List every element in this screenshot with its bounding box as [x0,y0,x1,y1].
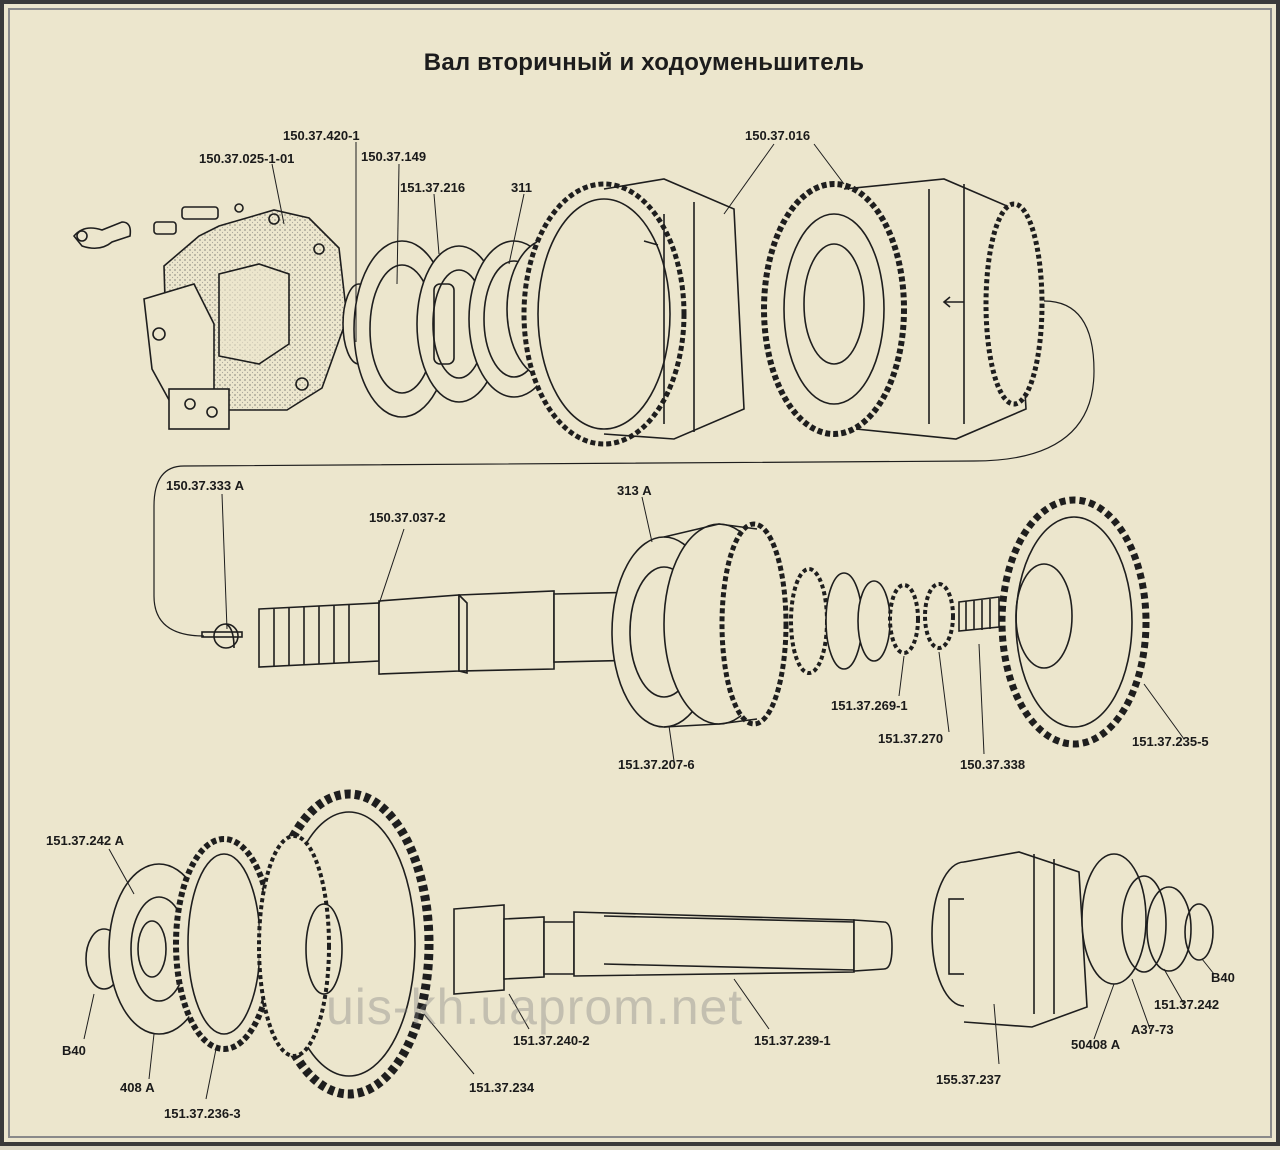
label-151-37-207-6: 151.37.207-6 [618,757,695,772]
gear-assembly-left [521,178,745,447]
label-151-37-242: 151.37.242 [1154,997,1220,1012]
label-150-37-333A: 150.37.333 А [166,478,245,493]
diagram-title: Вал вторичный и ходоуменьшитель [423,49,865,76]
label-151-37-234: 151.37.234 [469,1080,535,1095]
label-150-37-025-1-01: 150.37.025-1-01 [199,151,295,166]
lever-and-bolt-parts [72,203,244,250]
label-151-37-216: 151.37.216 [400,180,466,195]
label-151-37-269-1: 151.37.269-1 [831,698,908,713]
label-151-37-270: 151.37.270 [878,731,944,746]
label-408A: 408 А [120,1080,155,1095]
small-gears-middle [789,567,1000,675]
label-155-37-237: 155.37.237 [936,1072,1002,1087]
label-151-37-235-5: 151.37.235-5 [1132,734,1209,749]
label-313A: 313 А [617,483,652,498]
label-B40-left: В40 [62,1043,86,1058]
label-150-37-149: 150.37.149 [361,149,427,164]
label-311: 311 [511,180,532,195]
gear-151-37-234 [257,789,434,1099]
assembly-path-line [153,300,1095,637]
label-150-37-338: 150.37.338 [960,757,1026,772]
housing-150-37-025 [143,209,348,430]
label-A37-73: А37-73 [1131,1022,1174,1037]
label-150-37-016: 150.37.016 [745,128,811,143]
leader-lines [83,142,1215,1100]
label-150-37-420-1: 150.37.420-1 [283,128,360,143]
label-151-37-240-2: 151.37.240-2 [513,1033,590,1048]
gear-assembly-right [761,178,1045,440]
exploded-view-drawing [72,142,1215,1100]
seal-and-rings-right [1081,853,1214,985]
gear-151-37-235 [998,496,1150,748]
watermark-text: uis-kh.uaprom.net [326,979,744,1035]
label-151-37-239-1: 151.37.239-1 [754,1033,831,1048]
gear-155-37-237 [931,851,1088,1028]
bearing-313A-and-gear [611,521,789,728]
label-50408A: 50408 А [1071,1037,1121,1052]
shaft-151-37-239 [453,904,893,995]
label-150-37-037-2: 150.37.037-2 [369,510,446,525]
label-151-37-242A: 151.37.242 А [46,833,125,848]
label-B40-right: В40 [1211,970,1235,985]
shaft-150-37-037 [201,590,645,675]
label-151-37-236-3: 151.37.236-3 [164,1106,241,1121]
